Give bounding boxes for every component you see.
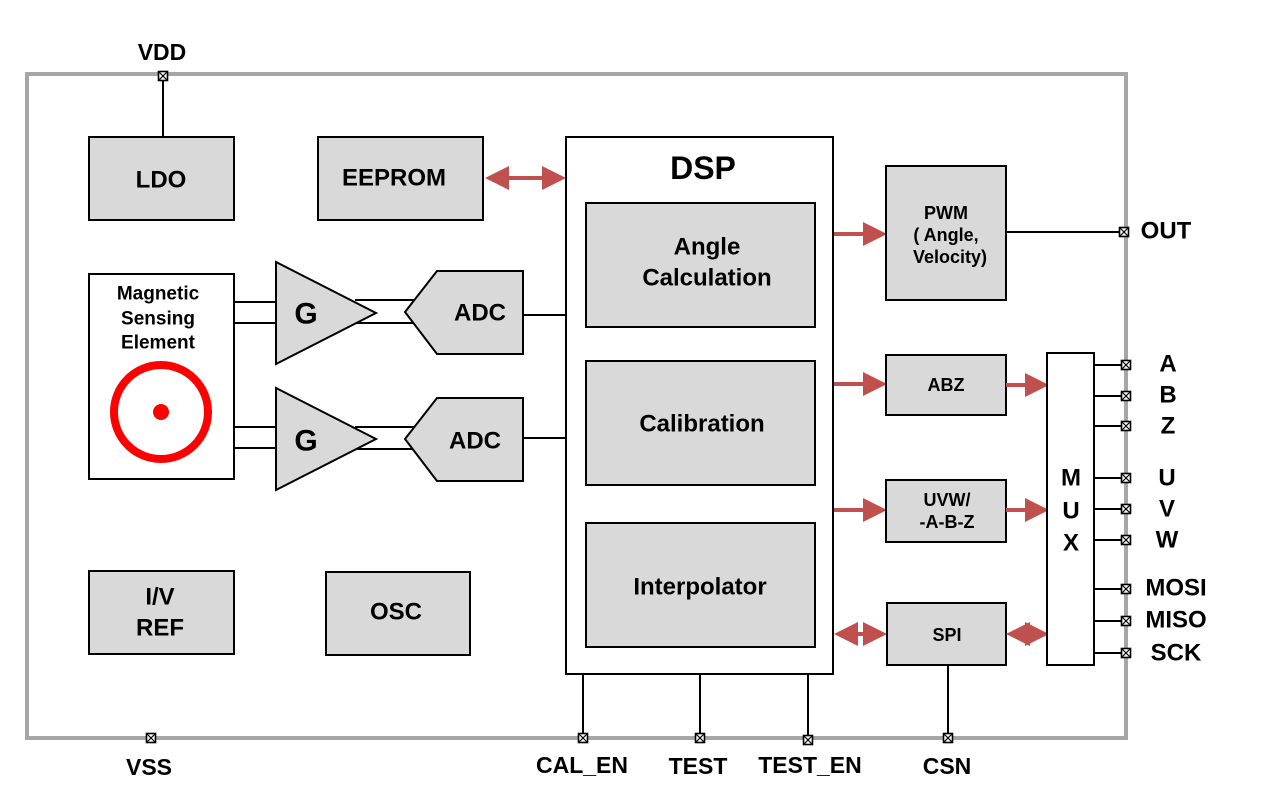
pin-w-pad-icon	[1120, 534, 1132, 546]
pin-sck-pad-icon	[1120, 647, 1132, 659]
pin-out-label: OUT	[1141, 218, 1192, 245]
pin-v-label: V	[1159, 496, 1175, 523]
pin-b-pad-icon	[1120, 390, 1132, 402]
pin-z-pad-icon	[1120, 420, 1132, 432]
pin-a-label: A	[1159, 351, 1176, 378]
pin-v-pad-icon	[1120, 503, 1132, 515]
magnetic-field-icon	[110, 361, 212, 463]
pin-mosi-label: MOSI	[1145, 575, 1206, 602]
pin-cal-en-pad-icon	[577, 732, 589, 744]
pin-u-label: U	[1158, 465, 1175, 492]
spi-label: SPI	[932, 625, 961, 645]
uvw-label-line2: -A-B-Z	[920, 512, 975, 532]
pin-csn-pad-icon	[942, 732, 954, 744]
dsp-label: DSP	[670, 150, 736, 186]
vdd-pad-icon	[157, 70, 169, 82]
abz-block	[885, 354, 1007, 416]
angle-calculation-label-line1: Angle	[674, 234, 741, 261]
uvw-block	[885, 479, 1007, 543]
osc-label: OSC	[370, 599, 422, 626]
pin-u-pad-icon	[1120, 472, 1132, 484]
pin-vss-pad-icon	[145, 732, 157, 744]
sensor-label-line3: Element	[121, 333, 196, 354]
pin-mosi-pad-icon	[1120, 583, 1132, 595]
abz-label: ABZ	[928, 375, 965, 395]
pin-sck-label: SCK	[1151, 640, 1202, 667]
calibration-block	[585, 360, 816, 486]
ldo-block	[88, 136, 235, 221]
gain-amplifier-2	[275, 386, 379, 492]
eeprom-block	[317, 136, 484, 221]
angle-calculation-block	[585, 202, 816, 328]
pin-test-en-pad-icon	[802, 734, 814, 746]
mux-pin-wires	[1094, 364, 1125, 654]
interpolator-block	[585, 522, 816, 648]
pin-miso-pad-icon	[1120, 615, 1132, 627]
mux-block	[1046, 352, 1095, 666]
spi-block	[886, 602, 1007, 666]
sensor-label-line1: Magnetic	[117, 284, 200, 305]
pin-a-pad-icon	[1120, 359, 1132, 371]
pwm-label-line1: PWM	[924, 203, 968, 223]
pin-miso-label: MISO	[1145, 607, 1206, 634]
pin-w-label: W	[1156, 527, 1179, 554]
pin-csn-label: CSN	[923, 753, 972, 779]
uvw-label-line1: UVW/	[924, 490, 971, 510]
gain-1-label: G	[294, 298, 317, 331]
adc-1-block	[403, 270, 524, 355]
gain-2-label: G	[294, 425, 317, 458]
pin-vdd-label: VDD	[138, 39, 187, 65]
chip-outline	[25, 72, 1128, 740]
magnetic-sensing-element-block	[88, 273, 235, 480]
mux-label-line3: X	[1063, 530, 1079, 557]
adc-1-label: ADC	[454, 300, 506, 327]
iv-ref-block	[88, 570, 235, 655]
pwm-label-line3: Velocity)	[913, 247, 987, 267]
pin-test-en-label: TEST_EN	[758, 752, 862, 778]
interpolator-label: Interpolator	[633, 574, 766, 601]
iv-ref-label-line1: I/V	[145, 584, 174, 611]
eeprom-label: EEPROM	[342, 165, 446, 192]
mux-label-line1: M	[1061, 465, 1081, 492]
magnetic-field-dot-icon	[153, 404, 169, 420]
sensor-label-line2: Sensing	[121, 309, 195, 330]
out-pad-icon	[1118, 226, 1130, 238]
mux-label-line2: U	[1062, 498, 1079, 525]
angle-calculation-label-line2: Calculation	[642, 265, 771, 292]
pin-b-label: B	[1159, 382, 1176, 409]
adc-2-label: ADC	[449, 428, 501, 455]
pin-z-label: Z	[1161, 413, 1176, 440]
pin-test-label: TEST	[669, 753, 728, 779]
pwm-block	[885, 165, 1007, 301]
gain-amplifier-1	[275, 260, 379, 366]
ldo-label: LDO	[136, 167, 187, 194]
pin-cal-en-label: CAL_EN	[536, 752, 628, 778]
pin-test-pad-icon	[694, 732, 706, 744]
iv-ref-label-line2: REF	[136, 615, 184, 642]
osc-block	[325, 571, 471, 656]
pwm-label-line2: ( Angle,	[913, 225, 978, 245]
adc-2-block	[403, 397, 524, 482]
calibration-label: Calibration	[639, 411, 764, 438]
pin-vss-label: VSS	[126, 754, 172, 780]
